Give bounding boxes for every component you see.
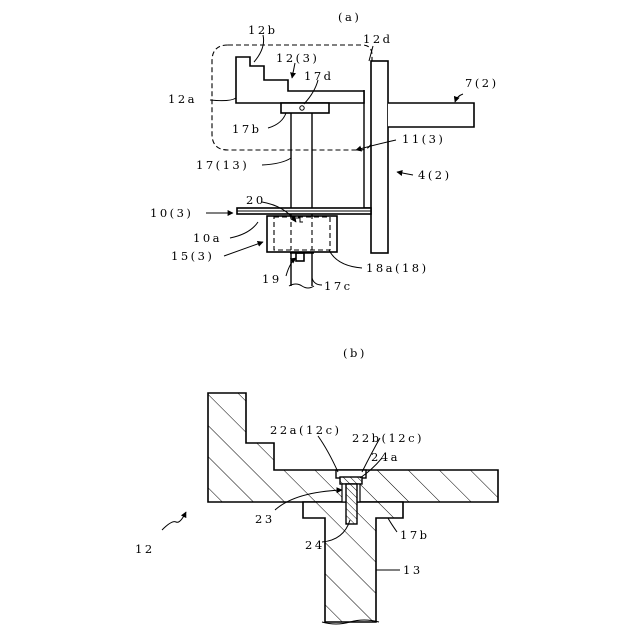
label-17: 17(13) bbox=[196, 158, 249, 172]
label-12b: 12b bbox=[248, 23, 278, 37]
plate-4 bbox=[371, 61, 388, 253]
screw-17d bbox=[300, 106, 304, 110]
label-24a: 24a bbox=[371, 450, 400, 464]
label-12a: 12a bbox=[168, 92, 197, 106]
label-11: 11(3) bbox=[402, 132, 445, 146]
label-4: 4(2) bbox=[418, 168, 452, 182]
label-17c: 17c bbox=[324, 279, 353, 293]
label-13: 13 bbox=[403, 563, 423, 577]
label-7: 7(2) bbox=[465, 76, 499, 90]
label-17b-b: 17b bbox=[400, 528, 430, 542]
housing-15 bbox=[267, 216, 337, 252]
label-19: 19 bbox=[262, 272, 282, 286]
label-10a: 10a bbox=[193, 231, 222, 245]
member-11 bbox=[364, 90, 371, 208]
label-18a: 18a(18) bbox=[366, 261, 429, 275]
rod-7 bbox=[388, 103, 474, 127]
label-12-b: 12 bbox=[135, 542, 155, 556]
screw-head-24a bbox=[340, 477, 362, 484]
label-15: 15(3) bbox=[171, 249, 214, 263]
label-10: 10(3) bbox=[150, 206, 193, 220]
flange-17b bbox=[281, 103, 329, 113]
screw-shank-24 bbox=[346, 484, 357, 524]
shaft-17-break bbox=[289, 284, 314, 288]
panel-a-caption: (a) bbox=[338, 10, 361, 24]
label-17b: 17b bbox=[232, 122, 262, 136]
label-20: 20 bbox=[246, 193, 266, 207]
label-23: 23 bbox=[255, 512, 275, 526]
label-17d: 17d bbox=[304, 69, 334, 83]
panel-a: (a) bbox=[150, 10, 499, 293]
element-19 bbox=[296, 253, 304, 261]
panel-b: (b) 22a(12c) 22b(12c) 24a 23 17b bbox=[135, 346, 498, 624]
label-12d: 12d bbox=[363, 32, 393, 46]
label-12: 12(3) bbox=[276, 51, 319, 65]
panel-b-caption: (b) bbox=[343, 346, 367, 360]
label-22b: 22b(12c) bbox=[352, 431, 424, 445]
label-24: 24 bbox=[305, 538, 325, 552]
label-22a: 22a(12c) bbox=[270, 423, 342, 437]
